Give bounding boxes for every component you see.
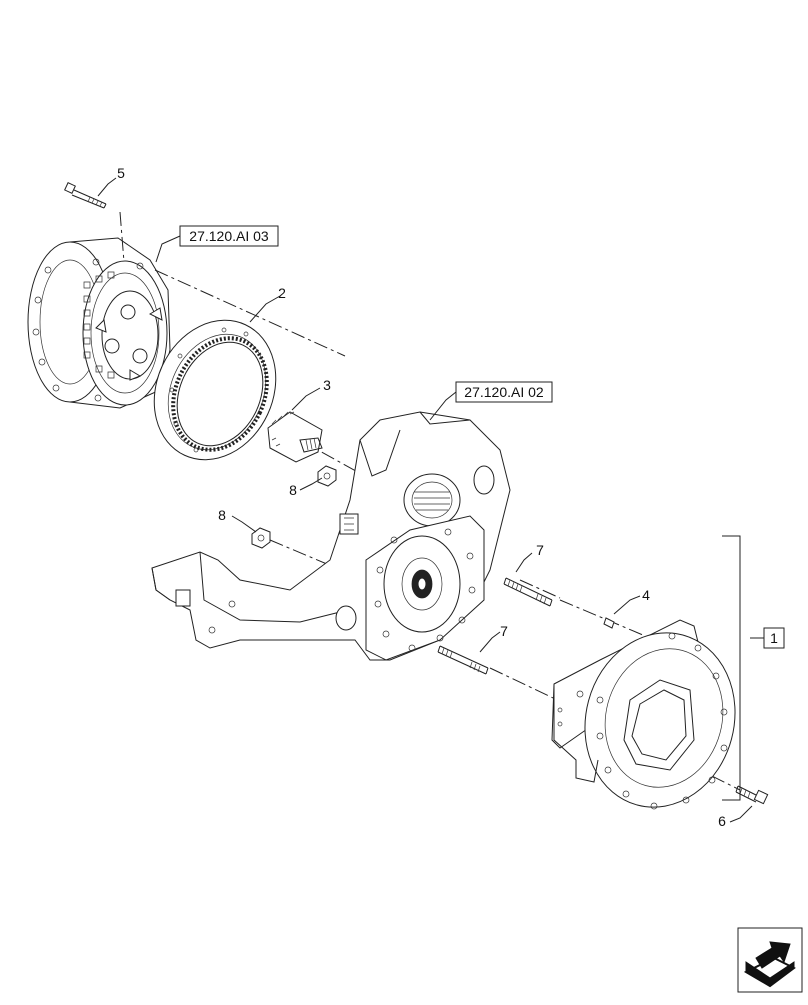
- stud-part-7-upper[interactable]: [503, 577, 553, 607]
- callout-1[interactable]: 1: [770, 630, 778, 646]
- axle-housing[interactable]: [151, 411, 511, 661]
- pin-part-4[interactable]: [603, 617, 615, 629]
- callout-3[interactable]: 3: [323, 377, 331, 393]
- cover-bolt-holes: [596, 632, 728, 810]
- ring-gear-holes: [169, 327, 249, 453]
- hub-bolt-holes: [32, 258, 144, 402]
- stud-part-7-lower[interactable]: [437, 645, 489, 675]
- bolt-part-6[interactable]: [735, 785, 769, 805]
- callout-6[interactable]: 6: [718, 813, 726, 829]
- callout-5[interactable]: 5: [117, 165, 125, 181]
- flange-bolt-holes: [374, 528, 476, 652]
- callout-8-lower[interactable]: 8: [218, 507, 226, 523]
- callout-numbers: 5 2 3 8 8 7 7 4 6: [117, 165, 726, 829]
- callout-2[interactable]: 2: [278, 285, 286, 301]
- reference-box-mid[interactable]: 27.120.AI 02: [455, 381, 553, 403]
- reference-box-top[interactable]: 27.120.AI 03: [179, 225, 279, 247]
- hub-assembly[interactable]: [27, 237, 171, 409]
- bolt-part-5[interactable]: [64, 182, 107, 209]
- nut-part-8-lower[interactable]: [251, 527, 271, 549]
- planet-gear-teeth: [83, 271, 115, 379]
- next-page-arrow-icon[interactable]: [737, 927, 803, 993]
- callout-8-upper[interactable]: 8: [289, 482, 297, 498]
- callout-7-upper[interactable]: 7: [536, 542, 544, 558]
- reference-label-mid[interactable]: 27.120.AI 02: [464, 384, 544, 400]
- sun-gear-part-3[interactable]: [267, 411, 323, 463]
- ring-gear-part-2[interactable]: [132, 300, 298, 480]
- nut-part-8-upper[interactable]: [317, 465, 337, 487]
- callout-4[interactable]: 4: [642, 587, 650, 603]
- callout-box-1[interactable]: 1: [763, 627, 785, 649]
- cover-housing-part-1[interactable]: [551, 616, 754, 824]
- callout-7-lower[interactable]: 7: [500, 623, 508, 639]
- reference-label-top[interactable]: 27.120.AI 03: [189, 228, 269, 244]
- leader-lines: [97, 177, 764, 823]
- assembly-bracket: [722, 535, 741, 801]
